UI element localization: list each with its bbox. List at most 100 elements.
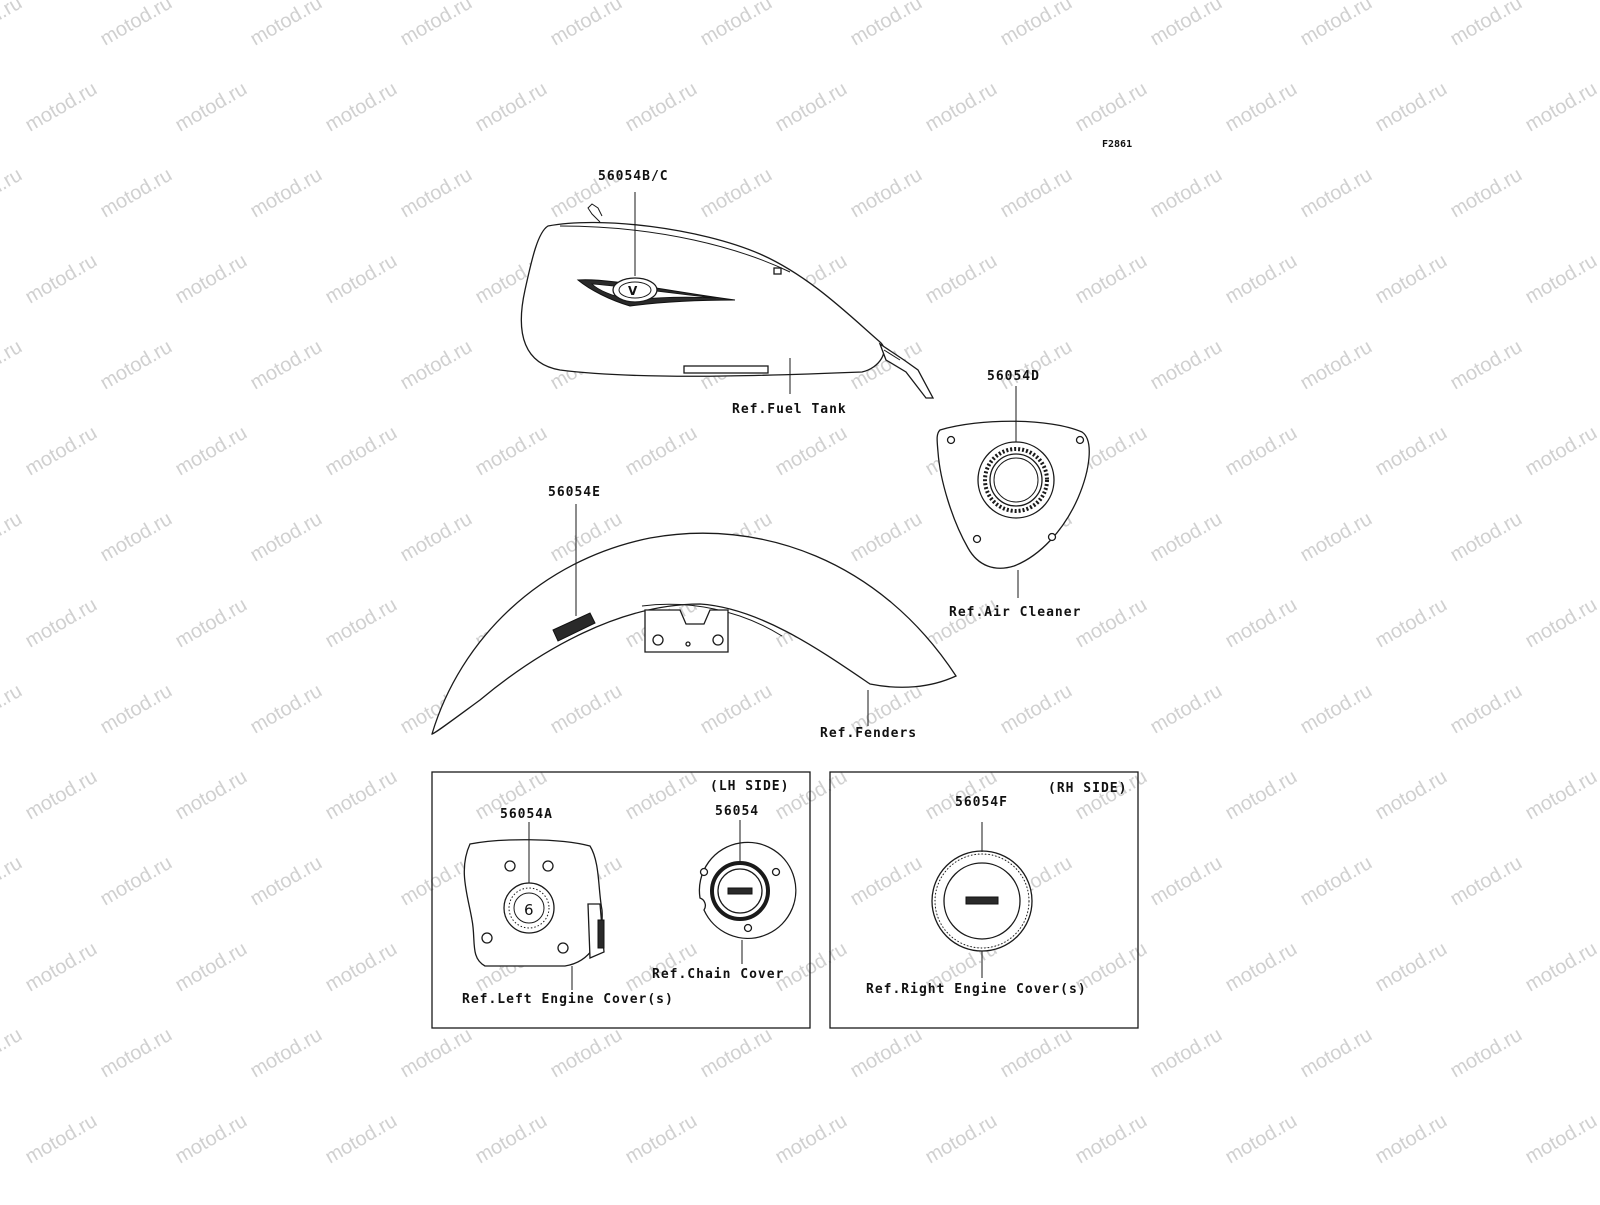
watermark-text: motod.ru (1297, 852, 1376, 911)
watermark-text: motod.ru (322, 594, 401, 653)
tank-breather-tube (588, 204, 602, 222)
watermark-text: motod.ru (1447, 508, 1526, 567)
label-fender-ref: Ref.Fenders (820, 726, 917, 741)
watermark-text: motod.ru (97, 680, 176, 739)
watermark-text: motod.ru (97, 852, 176, 911)
watermark-text: motod.ru (397, 164, 476, 223)
watermark-text: motod.ru (322, 938, 401, 997)
watermark-text: motod.ru (1372, 594, 1451, 653)
watermark-text: motod.ru (0, 852, 26, 911)
label-tank-part: 56054B/C (598, 169, 669, 184)
watermark-text: motod.ru (1222, 78, 1301, 137)
watermark-text: motod.ru (397, 1024, 476, 1083)
watermark-text: motod.ru (1222, 594, 1301, 653)
watermark-text: motod.ru (22, 594, 101, 653)
watermark-text: motod.ru (1597, 508, 1600, 567)
watermark-text: motod.ru (1147, 164, 1226, 223)
watermark-text: motod.ru (997, 1024, 1076, 1083)
watermark-text: motod.ru (0, 1196, 26, 1200)
watermark-text: motod.ru (1522, 422, 1600, 481)
watermark-text: motod.ru (1372, 766, 1451, 825)
watermark-text: motod.ru (472, 422, 551, 481)
watermark-text: motod.ru (97, 336, 176, 395)
fuel-tank: V (521, 204, 933, 398)
label-chain-ref: Ref.Chain Cover (652, 967, 784, 982)
watermark-text: motod.ru (1447, 1024, 1526, 1083)
watermark-text: motod.ru (1597, 0, 1600, 50)
watermark-text: motod.ru (622, 1110, 701, 1169)
label-left-cover-part: 56054A (500, 807, 553, 822)
watermark-text: motod.ru (1147, 1196, 1226, 1200)
watermark-text: motod.ru (1147, 1024, 1226, 1083)
watermark-text: motod.ru (997, 164, 1076, 223)
watermark-text: motod.ru (472, 78, 551, 137)
watermark-text: motod.ru (1222, 422, 1301, 481)
watermark-text: motod.ru (1447, 1196, 1526, 1200)
watermark-text: motod.ru (1297, 508, 1376, 567)
watermark-text: motod.ru (1372, 78, 1451, 137)
watermark-text: motod.ru (1597, 1024, 1600, 1083)
watermark-text: motod.ru (697, 0, 776, 50)
watermark-text: motod.ru (0, 0, 26, 50)
label-left-cover-ref: Ref.Left Engine Cover(s) (462, 992, 674, 1007)
watermark-text: motod.ru (1597, 680, 1600, 739)
watermark-text: motod.ru (1522, 250, 1600, 309)
watermark-text: motod.ru (847, 852, 926, 911)
watermark-text: motod.ru (697, 1196, 776, 1200)
watermark-text: motod.ru (847, 0, 926, 50)
watermark-text: motod.ru (22, 1110, 101, 1169)
watermark-text: motod.ru (22, 766, 101, 825)
watermark-text: motod.ru (847, 164, 926, 223)
watermark-text: motod.ru (1222, 1110, 1301, 1169)
watermark-text: motod.ru (247, 1196, 326, 1200)
watermark-text: motod.ru (622, 78, 701, 137)
label-lh-side: (LH SIDE) (710, 779, 789, 794)
watermark-text: motod.ru (0, 508, 26, 567)
watermark-text: motod.ru (1372, 938, 1451, 997)
watermark-text: motod.ru (1297, 336, 1376, 395)
watermark-text: motod.ru (922, 594, 1001, 653)
svg-text:V: V (628, 284, 638, 298)
watermark-text: motod.ru (247, 508, 326, 567)
watermark-text: motod.ru (97, 1024, 176, 1083)
watermark-text: motod.ru (622, 766, 701, 825)
watermark-text: motod.ru (1222, 938, 1301, 997)
watermark-text: motod.ru (847, 1196, 926, 1200)
left-engine-cover: 6 (464, 840, 604, 966)
watermark-text: motod.ru (322, 250, 401, 309)
gauge-digit: 6 (524, 901, 534, 919)
watermark-text: motod.ru (1297, 680, 1376, 739)
watermark-text: motod.ru (0, 680, 26, 739)
watermark-text: motod.ru (397, 0, 476, 50)
watermark-text: motod.ru (247, 336, 326, 395)
right-engine-cover (932, 851, 1032, 951)
watermark-text: motod.ru (1222, 250, 1301, 309)
watermark-text: motod.ru (922, 78, 1001, 137)
watermark-text: motod.ru (547, 1024, 626, 1083)
watermark-text: motod.ru (697, 1024, 776, 1083)
watermark-text: motod.ru (1372, 1110, 1451, 1169)
watermark-text: motod.ru (1297, 1196, 1376, 1200)
watermark-text: motod.ru (247, 1024, 326, 1083)
watermark-text: motod.ru (1072, 594, 1151, 653)
watermark-text: motod.ru (1147, 852, 1226, 911)
watermark-text: motod.ru (1597, 164, 1600, 223)
watermark-text: motod.ru (547, 680, 626, 739)
chain-cover (699, 842, 795, 938)
watermark-text: motod.ru (397, 336, 476, 395)
watermark-text: motod.ru (847, 508, 926, 567)
watermark-text: motod.ru (1147, 0, 1226, 50)
watermark-text: motod.ru (22, 78, 101, 137)
watermark-text: motod.ru (1447, 680, 1526, 739)
watermark-text: motod.ru (922, 1110, 1001, 1169)
watermark-text: motod.ru (1297, 1024, 1376, 1083)
watermark-text: motod.ru (1522, 938, 1600, 997)
watermark-text: motod.ru (172, 766, 251, 825)
watermark-text: motod.ru (1072, 1110, 1151, 1169)
watermark-text: motod.ru (1297, 0, 1376, 50)
watermark-text: motod.ru (472, 1110, 551, 1169)
watermark-text: motod.ru (622, 422, 701, 481)
watermark-text: motod.ru (1072, 250, 1151, 309)
watermark-text: motod.ru (22, 422, 101, 481)
